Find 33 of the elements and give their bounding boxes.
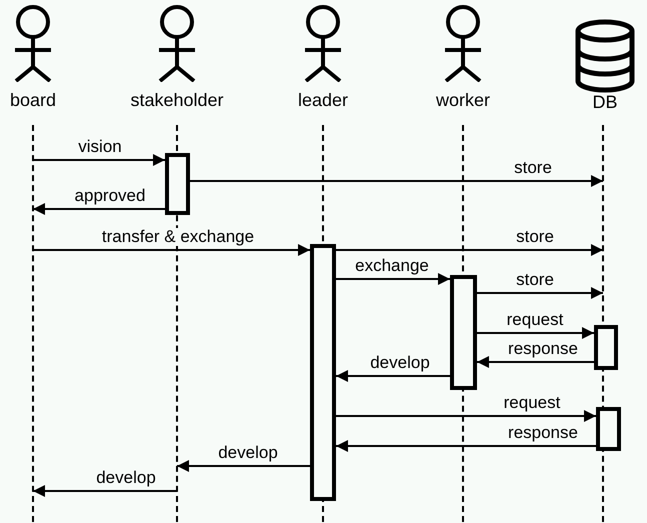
message-arrow xyxy=(33,244,310,256)
message-arrow xyxy=(477,327,594,339)
message-arrow xyxy=(477,356,594,368)
actor-label: board xyxy=(10,90,56,110)
activation-bar xyxy=(165,153,190,215)
edge-label: develop xyxy=(95,469,157,487)
message-arrow xyxy=(33,485,177,497)
message-arrow xyxy=(336,273,450,285)
actor-label: DB xyxy=(592,92,618,112)
activation-bar xyxy=(310,244,336,501)
message-arrow xyxy=(477,287,603,299)
message-arrow xyxy=(177,460,310,472)
edge-label: develop xyxy=(369,354,431,372)
edge-label: transfer & exchange xyxy=(100,228,256,246)
edge-label: exchange xyxy=(354,257,430,275)
message-arrow xyxy=(33,154,165,166)
message-arrow xyxy=(336,370,450,382)
edge-label: develop xyxy=(217,444,279,462)
edge-label: approved xyxy=(74,187,146,205)
activation-bar xyxy=(450,275,477,390)
edge-label: request xyxy=(506,311,564,329)
edge-label: request xyxy=(502,394,562,412)
message-arrow xyxy=(336,410,596,422)
actor-label: stakeholder xyxy=(130,90,224,110)
message-arrow xyxy=(336,244,603,256)
lifeline xyxy=(32,125,34,522)
message-arrow xyxy=(336,440,596,452)
actor-label: leader xyxy=(298,90,348,110)
message-arrow xyxy=(33,203,165,215)
actor-label: worker xyxy=(436,90,490,110)
activation-bar xyxy=(596,407,621,451)
message-arrow xyxy=(190,175,603,187)
activation-bar xyxy=(594,325,618,370)
